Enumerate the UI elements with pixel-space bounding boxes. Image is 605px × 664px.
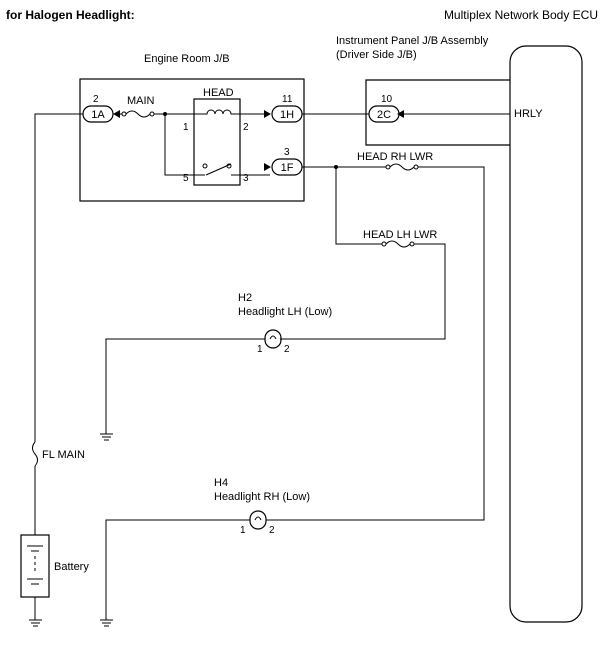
arrow-1f: [264, 163, 271, 171]
diagram-title: for Halogen Headlight:: [6, 8, 135, 22]
arrow-1a: [113, 110, 120, 118]
h4-code: H4: [214, 477, 228, 489]
wire-relay-branch: [164, 114, 194, 176]
h2-bulb: [264, 329, 282, 349]
connector-1h-label: 1H: [280, 109, 294, 121]
connector-1f-label: 1F: [281, 162, 294, 174]
relay-coil-symbol: [194, 109, 240, 115]
relay-pin-5: 5: [183, 173, 189, 184]
head-rh-lwr-label: HEAD RH LWR: [357, 151, 433, 163]
instrument-panel-jb-box: [365, 79, 510, 146]
connector-1a-pin: 2: [93, 94, 99, 105]
relay-pin-3: 3: [243, 173, 249, 184]
connector-2c-label: 2C: [377, 109, 391, 121]
wire-1a-to-fl-main: [34, 113, 83, 442]
head-rh-lwr-fuse-symbol: [389, 163, 415, 171]
wire-branch-lh: [335, 167, 382, 245]
instrument-panel-jb-label-2: (Driver Side J/B): [336, 49, 417, 61]
ecu-box: [509, 45, 583, 623]
ecu-terminal-hrly: HRLY: [514, 108, 543, 120]
connector-1f-pin: 3: [284, 147, 290, 158]
relay-pin-2: 2: [243, 122, 249, 133]
main-fuse-label: MAIN: [127, 95, 155, 107]
battery-box: [20, 534, 50, 598]
connector-2c-pin: 10: [381, 94, 393, 105]
main-fuse-end-a: [121, 111, 127, 117]
engine-room-jb-box: [79, 78, 305, 202]
wire-h2-to-ground: [105, 338, 265, 434]
relay-pin-1: 1: [183, 122, 189, 133]
h4-name: Headlight RH (Low): [214, 491, 310, 503]
fl-main-fuse-symbol: [32, 441, 38, 467]
junction-relay: [163, 112, 167, 116]
head-rh-lwr-end-b: [413, 164, 419, 170]
h2-pin-2: 2: [284, 344, 290, 355]
arrow-1h: [264, 110, 271, 118]
battery-icon: [27, 545, 43, 585]
instrument-panel-jb-label-1: Instrument Panel J/B Assembly: [336, 35, 489, 47]
wire-h4-to-ground: [105, 519, 250, 620]
wire-rh-lwr-to-h4: [266, 166, 485, 521]
head-lh-lwr-label: HEAD LH LWR: [363, 229, 437, 241]
head-lh-lwr-fuse-symbol: [385, 240, 411, 248]
h4-ground-icon: [100, 619, 113, 627]
h2-code: H2: [238, 292, 252, 304]
h4-pin-2: 2: [269, 525, 275, 536]
head-relay-label: HEAD: [203, 87, 234, 99]
connector-1h-pin: 11: [282, 94, 293, 105]
h2-ground-icon: [100, 433, 113, 441]
head-rh-lwr-end-a: [385, 164, 391, 170]
h4-filament-icon: [254, 516, 262, 521]
main-fuse-symbol: [125, 110, 151, 118]
head-relay-box: [193, 98, 241, 186]
connector-1a-label: 1A: [91, 109, 105, 121]
h2-pin-1: 1: [257, 344, 263, 355]
wire-lh-lwr-to-h2: [280, 243, 446, 340]
engine-room-jb-label: Engine Room J/B: [144, 53, 230, 65]
h2-name: Headlight LH (Low): [238, 306, 332, 318]
battery-ground-icon: [29, 619, 42, 627]
head-lh-lwr-end-b: [409, 241, 415, 247]
ecu-label: Multiplex Network Body ECU: [444, 8, 598, 22]
head-lh-lwr-end-a: [381, 241, 387, 247]
h4-pin-1: 1: [240, 525, 246, 536]
main-fuse-end-b: [149, 111, 155, 117]
relay-switch-contact-a: [202, 163, 208, 169]
fl-main-label: FL MAIN: [42, 449, 85, 461]
h2-filament-icon: [269, 335, 277, 340]
battery-label: Battery: [54, 561, 89, 573]
h4-bulb: [249, 510, 267, 530]
relay-switch-blade: [205, 163, 232, 176]
